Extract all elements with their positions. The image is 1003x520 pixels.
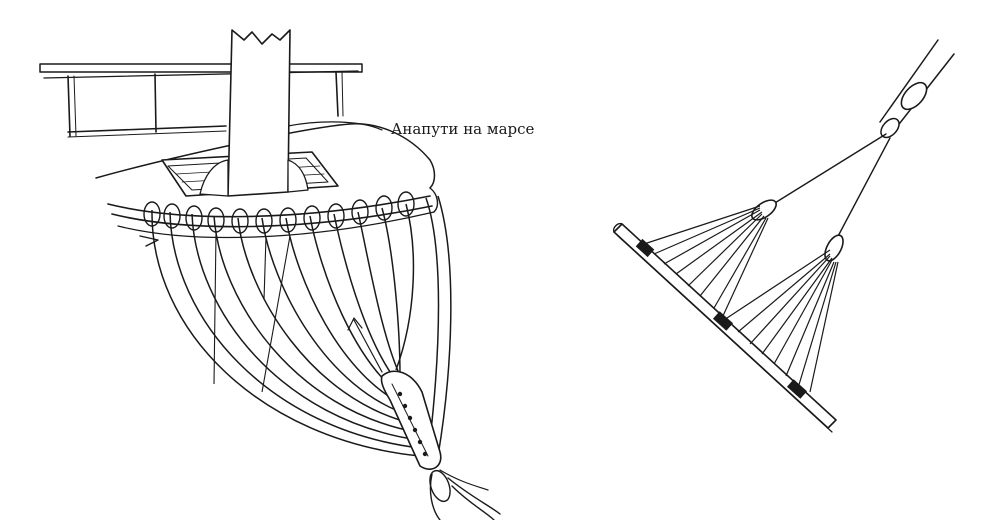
left-figure [39, 29, 501, 520]
right-figure [612, 39, 955, 433]
upper-fan [643, 205, 769, 319]
lower-fan [723, 249, 839, 393]
crowsfoot-loops [151, 195, 452, 457]
euphroe-block [380, 370, 501, 520]
top-rail [39, 63, 363, 138]
rim-loops [143, 191, 415, 234]
mast [199, 29, 309, 197]
top-label: Анапути на марсе [391, 120, 535, 138]
spar-seizings [635, 238, 808, 399]
hanging-lines [213, 231, 291, 393]
direction-arrow [347, 317, 383, 373]
